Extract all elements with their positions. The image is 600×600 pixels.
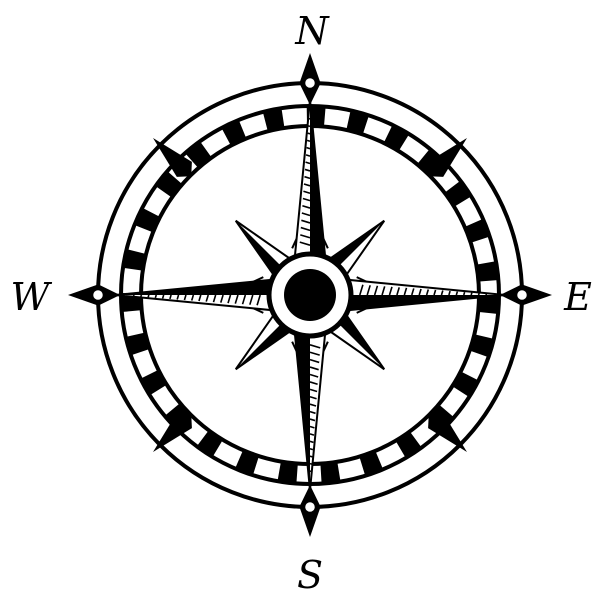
hatch-line <box>256 294 261 306</box>
hatch-line <box>198 294 202 302</box>
hatch-line <box>227 294 232 304</box>
hatch-line <box>448 290 451 296</box>
hatch-line <box>306 146 311 150</box>
intercardinal-marker <box>428 413 467 452</box>
hatch-line <box>300 226 311 232</box>
hatch-line <box>154 294 158 299</box>
label-north: N <box>294 9 330 53</box>
hatch-line <box>304 175 311 180</box>
hatch-line <box>212 294 217 303</box>
hatch-line <box>234 294 239 304</box>
label-south: S <box>297 553 323 597</box>
tip-circle <box>302 499 318 515</box>
hatch-line <box>249 294 254 305</box>
cardinal-point-shade <box>340 295 505 311</box>
intercardinal-point-shade <box>235 316 292 370</box>
hatch-line <box>205 294 209 302</box>
label-west: W <box>10 275 52 319</box>
hatch-line <box>307 125 311 128</box>
intercardinal-marker <box>428 138 467 177</box>
cardinal-points <box>114 99 506 491</box>
hatch-line <box>309 366 319 371</box>
hatch-line <box>396 287 400 296</box>
hatch-line <box>309 351 320 356</box>
hatch-line <box>305 154 311 157</box>
hatch-line <box>140 294 143 298</box>
hatch-line <box>309 455 313 458</box>
hatch-line <box>176 294 180 300</box>
hatch-line <box>147 294 150 298</box>
hatch-line <box>470 292 473 296</box>
hatch-line <box>309 388 318 393</box>
hatch-line <box>241 294 247 305</box>
cardinal-point-shade <box>310 100 326 265</box>
hatch-line <box>309 358 320 364</box>
hatch-line <box>366 285 371 296</box>
hatch-line <box>309 440 314 444</box>
hatch-line <box>302 205 311 209</box>
hatch-line <box>301 219 311 224</box>
hatch-line <box>309 425 315 429</box>
hatch-line <box>309 396 317 400</box>
intercardinal-point-shade <box>331 313 385 370</box>
hatch-line <box>425 289 430 296</box>
cardinal-point-shade <box>294 325 310 490</box>
intercardinal-point-shade <box>235 220 289 277</box>
hatch-line <box>309 344 321 349</box>
hatch-line <box>305 161 311 165</box>
hatch-line <box>302 197 311 202</box>
hatch-line <box>301 212 311 217</box>
hatch-line <box>306 139 311 143</box>
hatch-line <box>304 168 311 172</box>
hatch-line <box>161 294 165 299</box>
label-east: E <box>563 275 592 319</box>
hatch-line <box>299 241 311 246</box>
hatch-line <box>309 447 314 451</box>
hatch-line <box>309 433 315 436</box>
tip-circle <box>302 75 318 91</box>
hatch-line <box>433 289 437 296</box>
hatch-line <box>220 294 224 303</box>
hatch-line <box>403 287 408 296</box>
hatch-line <box>455 291 459 296</box>
hatch-line <box>359 284 364 296</box>
hatch-line <box>411 288 415 296</box>
hatch-line <box>169 294 172 300</box>
hatch-line <box>477 292 480 296</box>
hatch-line <box>309 373 319 378</box>
intercardinal-point-shade <box>328 220 385 274</box>
hatch-line <box>309 410 316 415</box>
intercardinal-markers <box>153 138 467 452</box>
tip-circle <box>90 287 106 303</box>
hatch-line <box>418 288 422 296</box>
hatch-line <box>309 381 318 385</box>
hatch-line <box>309 462 313 465</box>
hatch-line <box>381 286 386 296</box>
hatch-line <box>309 403 317 407</box>
intercardinal-marker <box>153 138 192 177</box>
cardinal-point-shade <box>115 279 280 295</box>
intercardinal-marker <box>153 413 192 452</box>
hatch-line <box>309 418 316 422</box>
hatch-line <box>303 190 311 194</box>
hatch-line <box>300 234 311 239</box>
hatch-line <box>307 132 311 135</box>
hatch-line <box>373 285 379 296</box>
hatch-line <box>190 294 195 301</box>
center-hub <box>284 269 336 321</box>
hatch-line <box>183 294 187 301</box>
hatch-line <box>440 290 444 296</box>
hatch-line <box>303 183 311 187</box>
hatch-line <box>388 286 393 296</box>
hatch-line <box>462 291 466 296</box>
cardinal-tip-markers <box>68 53 552 537</box>
tip-circle <box>514 287 530 303</box>
